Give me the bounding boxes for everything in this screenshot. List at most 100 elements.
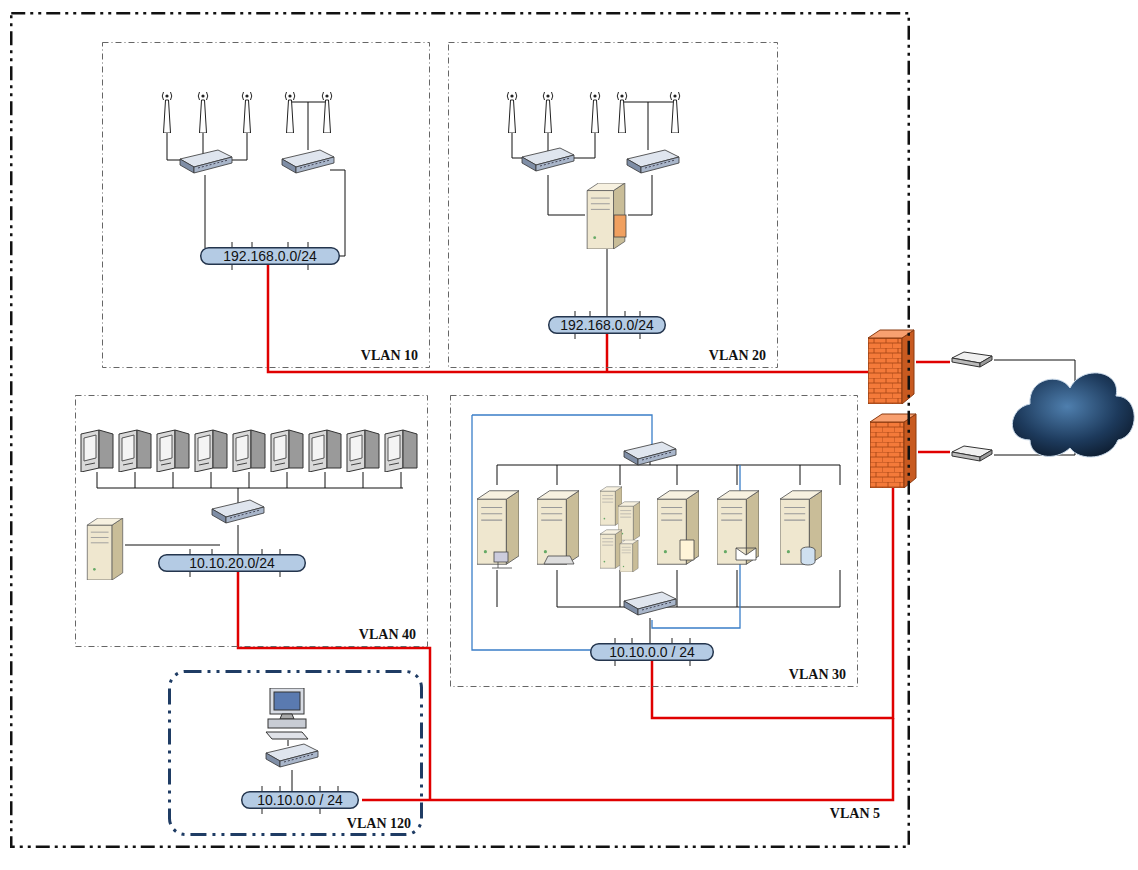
- vlan-box: 10.10.20.0/24VLAN 40: [75, 395, 428, 647]
- lan-wiring-part: [607, 247, 608, 317]
- firewall: [868, 330, 916, 488]
- san-link-part: [472, 415, 595, 650]
- workstation-part: [119, 430, 151, 472]
- lan-wiring-part: [97, 472, 403, 488]
- node-outline-rect: [170, 672, 422, 835]
- server-part: [87, 518, 122, 580]
- switch-part: [522, 148, 574, 171]
- switch: [180, 148, 679, 767]
- vlan-box: 192.168.0.0/24VLAN 10: [102, 42, 430, 368]
- firewall-part: [868, 330, 914, 404]
- bus-tick: [190, 242, 690, 814]
- internet-cloud: [1012, 373, 1134, 457]
- lan-wiring-part: [497, 465, 840, 485]
- antenna-part: [590, 92, 600, 133]
- switch-part: [180, 150, 232, 173]
- server-part: [477, 491, 519, 565]
- antenna-part: [617, 92, 627, 133]
- lan-wiring-part: [330, 170, 345, 256]
- node-outline-rect: [11, 13, 909, 847]
- vlan-label: VLAN 40: [359, 626, 416, 643]
- server-badge-part: [544, 556, 574, 564]
- subnet-bus: 10.10.20.0/24: [158, 554, 306, 572]
- node-outline: [168, 670, 423, 836]
- server-badge-part: [614, 215, 626, 237]
- trunk-link-part: [238, 571, 430, 800]
- node-outline: [75, 395, 428, 647]
- lan-wiring: [97, 102, 1075, 792]
- server-part: [657, 491, 699, 565]
- server-badge-part: [494, 552, 508, 562]
- workstation-part: [309, 430, 341, 472]
- server-part: [717, 491, 759, 565]
- san-link-part: [472, 415, 652, 446]
- subnet-bus: 10.10.0.0 / 24: [241, 791, 359, 809]
- workstation-part: [271, 430, 303, 472]
- workstation: [81, 430, 417, 472]
- antenna-part: [198, 92, 208, 133]
- subnet-bus: 192.168.0.0/24: [548, 316, 666, 334]
- switch-part: [212, 500, 264, 523]
- antenna-part: [162, 92, 172, 133]
- vlan-label: VLAN 30: [789, 666, 846, 683]
- trunk-link: [238, 264, 950, 800]
- lan-wiring-part: [622, 102, 675, 150]
- bus-tick-part: [190, 549, 280, 577]
- san-link: [472, 415, 740, 650]
- switch-part: [282, 150, 334, 173]
- node-outline-rect: [242, 792, 359, 809]
- server-part: [537, 491, 579, 565]
- server-badge-part: [680, 540, 694, 560]
- node-outline: [450, 395, 858, 687]
- vlan-label: VLAN 120: [347, 815, 411, 832]
- workstation-part: [347, 430, 379, 472]
- switch-part: [624, 592, 676, 615]
- node-outline-rect: [103, 43, 430, 368]
- switch-part: [627, 150, 679, 173]
- subnet-label: 10.10.20.0/24: [189, 555, 275, 571]
- node-outline-rect: [159, 555, 306, 572]
- antenna-part: [507, 92, 517, 133]
- node-outline: [10, 12, 910, 848]
- antenna-part: [543, 92, 553, 133]
- modem-part: [952, 352, 992, 367]
- trunk-link-part: [918, 451, 950, 454]
- workstation-part: [385, 430, 417, 472]
- vlan-label: VLAN 5: [830, 805, 880, 822]
- server-part: [780, 491, 822, 565]
- server-badge: [492, 215, 815, 568]
- trunk-link-part: [606, 333, 609, 372]
- lan-wiring-part: [125, 488, 238, 555]
- workstation-part: [81, 430, 113, 472]
- server: [87, 183, 822, 580]
- node-outline-rect: [451, 396, 858, 687]
- modem-part: [952, 446, 992, 461]
- server-badge-part: [801, 550, 815, 565]
- node-outline-rect: [76, 396, 428, 647]
- subnet-bus: 10.10.0.0 / 24: [590, 643, 714, 661]
- server-badge-part: [492, 562, 512, 568]
- antenna-part: [322, 92, 332, 133]
- vlan-label: VLAN 20: [709, 347, 766, 364]
- trunk-link-part: [652, 488, 893, 718]
- trunk-link-part: [916, 361, 950, 364]
- antenna-part: [285, 92, 295, 133]
- workstation-part: [233, 430, 265, 472]
- subnet-label: 192.168.0.0/24: [223, 248, 316, 264]
- lan-wiring-part: [135, 472, 401, 488]
- antenna-part: [242, 92, 252, 133]
- subnet-bus: 192.168.0.0/24: [200, 247, 340, 265]
- firewall-part: [870, 414, 916, 488]
- vlan-box: 10.10.0.0 / 24VLAN 120: [168, 670, 423, 836]
- node-outline: [102, 42, 430, 368]
- subnet-label: 10.10.0.0 / 24: [257, 792, 343, 808]
- vlan-box: 10.10.0.0 / 24 VLAN 30: [450, 395, 858, 687]
- antenna-part: [670, 92, 680, 133]
- vlan-label: VLAN 10: [361, 347, 418, 364]
- vlan-region: 192.168.0.0/24VLAN 10192.168.0.0/24VLAN …: [10, 12, 910, 848]
- node-outline-rect: [591, 644, 714, 661]
- server-badge-part: [736, 548, 756, 560]
